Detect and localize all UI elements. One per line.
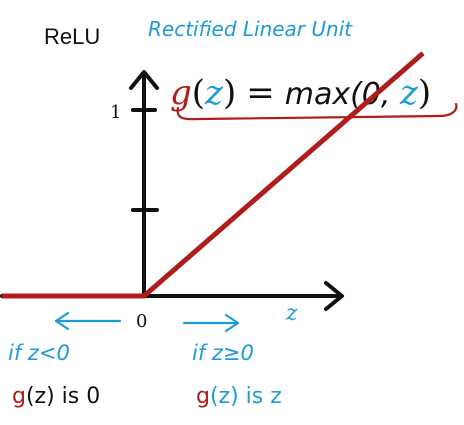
left-direction-arrow (54, 311, 122, 331)
svg-text:g(z)=max(0, z): g(z)=max(0, z) (170, 73, 431, 113)
formula: g(z)=max(0, z) (170, 73, 458, 121)
y-tick-label: 1 (110, 102, 121, 123)
right-condition: if z≥0 (192, 341, 254, 365)
x-axis-label: z (285, 301, 298, 326)
right-result-rest: (z) is z (210, 384, 282, 409)
y-axis-arrowhead (129, 70, 159, 90)
formula-z: z (204, 73, 224, 113)
relu-function-line (2, 51, 425, 299)
left-result: g(z) is 0 (12, 384, 100, 409)
right-result: g(z) is z (196, 384, 282, 409)
formula-max-suffix: ) (418, 73, 431, 113)
left-result-g: g (12, 384, 26, 409)
diagram-title: ReLU (44, 24, 100, 49)
formula-max-z: z (399, 73, 419, 113)
left-result-rest: (z) is 0 (26, 384, 100, 409)
formula-max-prefix: max(0, (285, 77, 400, 112)
formula-g: g (170, 73, 192, 113)
formula-equals: = (246, 73, 275, 113)
diagram-subtitle: Rectified Linear Unit (148, 17, 353, 41)
right-direction-arrow (182, 313, 240, 333)
right-result-g: g (196, 384, 210, 409)
formula-close-paren: ) (223, 73, 236, 113)
axes: 1 0 z (0, 70, 344, 332)
formula-open-paren: ( (192, 73, 205, 113)
left-condition: if z<0 (8, 341, 70, 365)
origin-label: 0 (136, 311, 147, 332)
formula-underline (176, 102, 458, 121)
x-axis-arrowhead (324, 281, 344, 311)
